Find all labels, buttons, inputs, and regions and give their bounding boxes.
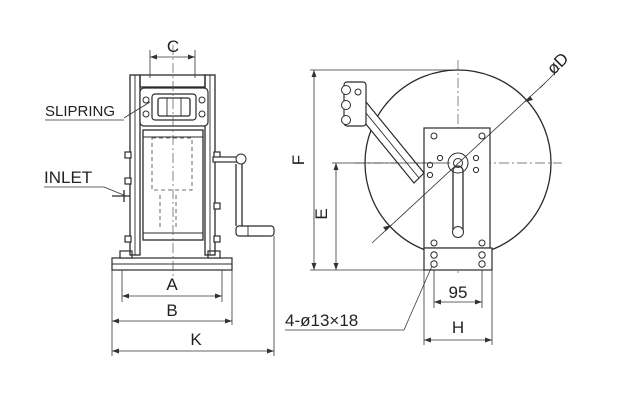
frame-bolt-icon: [124, 177, 132, 185]
bracket-hole-icon: [426, 161, 434, 169]
crank-shaft: [212, 156, 239, 163]
bracket-hole-icon: [430, 132, 438, 140]
crank-pivot-icon: [452, 226, 464, 238]
label-inlet: INLET: [44, 168, 92, 187]
bracket-hole-icon: [478, 239, 486, 247]
bracket-hole-icon: [478, 132, 486, 140]
bolt-hole-icon: [478, 260, 486, 268]
label-a: A: [166, 275, 178, 294]
roller-icon: [341, 85, 351, 95]
dim-line-d: [371, 82, 546, 244]
label-h: H: [452, 318, 464, 337]
label-b: B: [166, 301, 177, 320]
roller-icon: [341, 100, 351, 110]
frame-bolt-icon: [124, 151, 132, 159]
label-95: 95: [449, 283, 468, 302]
slipring-bolt-icon: [142, 96, 150, 104]
label-f: F: [289, 155, 308, 165]
slipring-body: [151, 93, 197, 121]
frame-bolt-icon: [213, 235, 221, 243]
bracket-hole-icon: [472, 166, 480, 174]
label-c: C: [167, 37, 179, 56]
frame-bolt-icon: [213, 202, 221, 210]
bracket-hole-icon: [436, 154, 444, 162]
slipring-bolt-icon: [198, 96, 206, 104]
crank-hub-icon: [235, 153, 247, 165]
label-bolt-holes: 4-ø13×18: [285, 311, 358, 330]
bolt-hole-icon: [430, 260, 438, 268]
roller-icon: [354, 88, 362, 96]
label-e: E: [312, 208, 331, 219]
front-view: øD F E 95 H 4-ø13×18: [285, 49, 572, 345]
label-slipring: SLIPRING: [45, 103, 115, 120]
side-view: C SLIPRING INLET A B K: [44, 37, 275, 356]
bolt-hole-icon: [430, 251, 438, 259]
label-d: øD: [543, 49, 572, 78]
label-k: K: [190, 330, 202, 349]
side-top-housing: [139, 74, 206, 88]
bolt-hole-icon: [478, 251, 486, 259]
slipring-bolt-icon: [198, 110, 206, 118]
crank-handle: [235, 225, 275, 237]
frame-bolt-icon: [124, 235, 132, 243]
front-base-plate: [423, 247, 493, 271]
bracket-hole-icon: [430, 239, 438, 247]
bracket-hole-icon: [472, 154, 480, 162]
slipring-bolt-icon: [142, 110, 150, 118]
bracket-hole-icon: [426, 171, 434, 179]
roller-icon: [341, 115, 351, 125]
